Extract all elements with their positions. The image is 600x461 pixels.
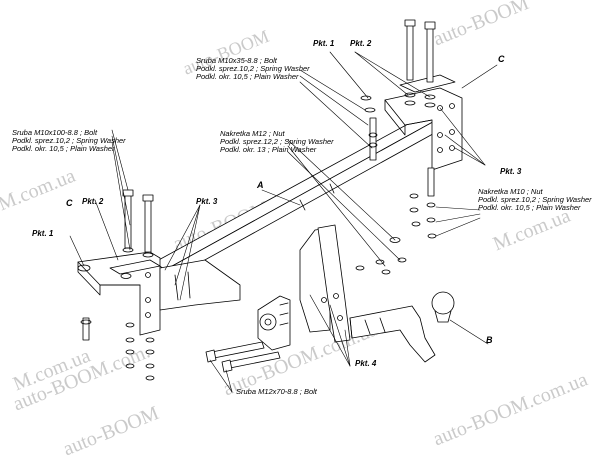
- top-bolts: [360, 19, 436, 161]
- left-bracket: [77, 251, 161, 336]
- center-nut-callout: Nakretka M12 ; Nut Podkl. sprez.12,2 ; S…: [220, 130, 334, 154]
- left-end-plate: [159, 259, 241, 311]
- right-nut-callout: Nakretka M10 ; Nut Podkl. sprez.10,2 ; S…: [478, 188, 592, 212]
- callout-line: Podkl. okr. 10,5 ; Plain Washer: [196, 71, 299, 81]
- pkt1-left-label: Pkt. 1: [32, 229, 54, 238]
- socket-bracket: [257, 295, 291, 351]
- left-bolts: [80, 189, 155, 381]
- callout-line: Nakretka M10 ; Nut: [478, 187, 543, 196]
- part-b-label: B: [486, 335, 493, 345]
- pkt2-left-label: Pkt. 2: [82, 197, 104, 206]
- callout-line: Sruba M10x35-8.8 ; Bolt: [196, 56, 277, 65]
- leader-lines: [69, 51, 498, 393]
- callout-line: Podkl. okr. 13 ; Plain Washer: [220, 144, 317, 154]
- pkt1-top-label: Pkt. 1: [313, 39, 335, 48]
- center-nuts: [355, 237, 407, 275]
- callout-line: Nakretka M12 ; Nut: [220, 129, 285, 138]
- callout-line: Podkl. okr. 10,5 ; Plain Washer: [478, 202, 581, 212]
- pkt3-right-label: Pkt. 3: [500, 167, 522, 176]
- part-c-right-label: C: [498, 54, 505, 64]
- drawing-canvas: [69, 19, 498, 393]
- part-c-left-label: C: [66, 198, 73, 208]
- pkt4-label: Pkt. 4: [355, 359, 377, 368]
- bottom-bolt-callout: Sruba M12x70-8.8 ; Bolt: [236, 387, 317, 396]
- tow-ball-arm: [349, 291, 455, 363]
- mounting-plate: [299, 224, 351, 343]
- pkt2-top-label: Pkt. 2: [350, 39, 372, 48]
- pkt3-left-label: Pkt. 3: [196, 197, 218, 206]
- callout-line: Sruba M10x100-8.8 ; Bolt: [12, 128, 98, 137]
- part-a-label: A: [257, 180, 264, 190]
- callout-line: Podkl. sprez.12,2 ; Spring Washer: [220, 136, 334, 146]
- left-bolt-callout: Sruba M10x100-8.8 ; Bolt Podkl. sprez.10…: [12, 129, 126, 153]
- callout-line: Podkl. okr. 10,5 ; Plain Washer: [12, 143, 115, 153]
- callout-line: Podkl. sprez.10,2 ; Spring Washer: [12, 135, 126, 145]
- top-bolt-callout: Sruba M10x35-8.8 ; Bolt Podkl. sprez.10,…: [196, 57, 310, 81]
- bottom-bolts: [205, 341, 281, 373]
- callout-line: Podkl. sprez.10,2 ; Spring Washer: [196, 63, 310, 73]
- callout-line: Podkl. sprez.10,2 ; Spring Washer: [478, 194, 592, 204]
- right-washers: [409, 167, 437, 239]
